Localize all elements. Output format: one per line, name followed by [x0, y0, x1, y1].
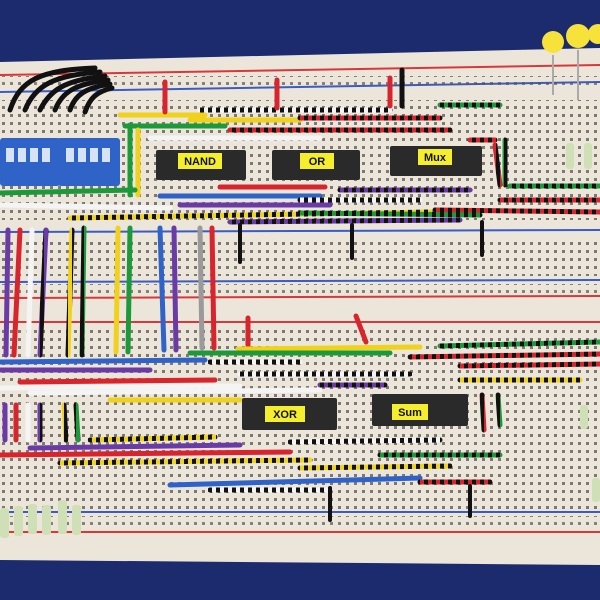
wire-bundle-left	[3, 225, 369, 358]
wire-runs-lower	[0, 339, 600, 443]
dip-switch-bank	[0, 138, 120, 186]
chip-or: OR	[272, 150, 360, 180]
chip-xor: XOR	[242, 398, 337, 430]
chip-label-nand: NAND	[184, 156, 216, 168]
led-indicators	[542, 24, 600, 100]
chip-label-or: OR	[309, 156, 326, 168]
chip-label-xor: XOR	[273, 409, 297, 421]
chip-mux: Mux	[390, 146, 482, 176]
chip-label-sum: Sum	[398, 407, 422, 419]
resistors-top-right	[566, 143, 592, 169]
resistors-right	[580, 405, 600, 502]
resistors-bottom-left	[0, 500, 81, 538]
wire-runs-bottom	[0, 434, 503, 522]
wire-runs-middle	[0, 183, 600, 264]
chip-nand: NAND	[156, 150, 246, 180]
chip-label-mux: Mux	[424, 152, 447, 164]
input-wires	[7, 65, 115, 115]
chip-sum: Sum	[372, 394, 468, 426]
breadboard	[0, 48, 600, 565]
wire-runs-top	[117, 67, 508, 198]
